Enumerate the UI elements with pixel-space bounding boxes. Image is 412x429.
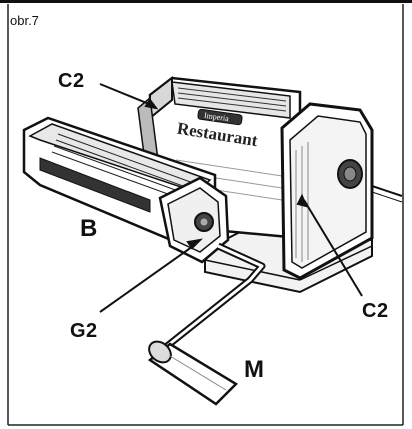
brand-text: Imperia <box>203 111 229 123</box>
cutter-attachment <box>22 116 230 264</box>
crank-handle <box>147 242 266 406</box>
callout-b: B <box>80 215 98 242</box>
top-border <box>0 0 412 3</box>
callout-c2-right: C2 <box>362 300 389 322</box>
right-side-housing <box>280 102 403 280</box>
figure-label: obr.7 <box>10 13 39 28</box>
callout-g2: G2 <box>70 320 98 342</box>
callout-m: M <box>244 356 265 383</box>
callout-arrows <box>99 83 363 313</box>
callout-c2-top: C2 <box>58 70 85 92</box>
